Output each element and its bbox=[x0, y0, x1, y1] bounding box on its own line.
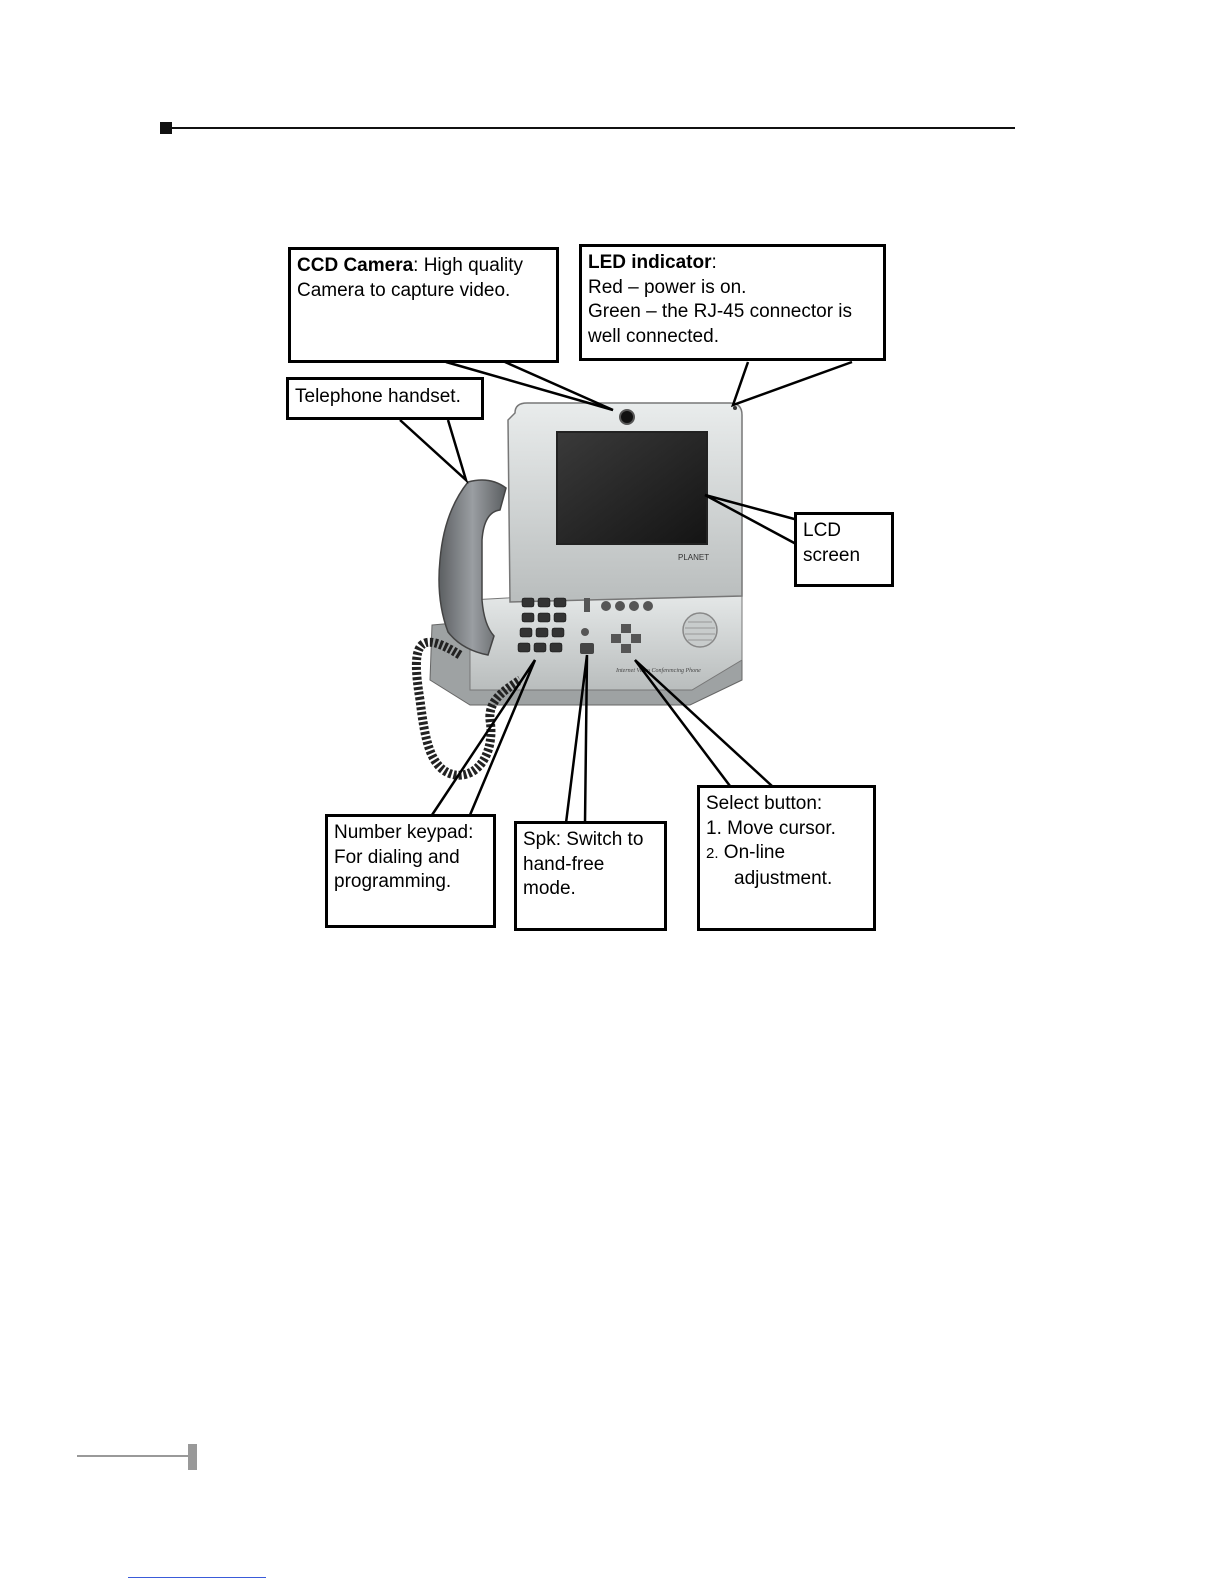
device-caption-text: Internet Video Conferencing Phone bbox=[615, 667, 701, 674]
select-line3-number: 2. bbox=[706, 845, 719, 862]
callout-led-indicator: LED indicator: Red – power is on. Green … bbox=[579, 244, 886, 361]
keypad-line2: For dialing and bbox=[334, 846, 487, 871]
callout-select-button: Select button: 1. Move cursor. 2. On-lin… bbox=[697, 785, 876, 931]
ccd-rest: : High quality bbox=[413, 255, 523, 276]
ccd-title: CCD Camera bbox=[297, 255, 413, 276]
footer-tab-marker bbox=[188, 1444, 197, 1470]
callout-lcd-screen: LCD screen bbox=[794, 512, 894, 587]
speaker-grille bbox=[683, 613, 717, 647]
led-rest: : bbox=[712, 252, 717, 273]
footer-link-underline bbox=[128, 1577, 266, 1578]
led-title: LED indicator bbox=[588, 252, 712, 273]
camera-lens bbox=[620, 410, 634, 424]
select-line3-text: On-line bbox=[719, 842, 786, 863]
lcd-line2: screen bbox=[803, 544, 885, 569]
callout-number-keypad: Number keypad: For dialing and programmi… bbox=[325, 814, 496, 928]
callout-telephone-handset: Telephone handset. bbox=[286, 377, 484, 420]
led-line3: Green – the RJ-45 connector is bbox=[588, 300, 877, 325]
led-line4: well connected. bbox=[588, 325, 877, 350]
led-dot bbox=[733, 406, 737, 410]
keypad-line3: programming. bbox=[334, 870, 487, 895]
footer-rule bbox=[77, 1455, 191, 1457]
callout-ccd-camera: CCD Camera: High quality Camera to captu… bbox=[288, 247, 559, 363]
select-line1: Select button: bbox=[706, 792, 867, 817]
lcd-line1: LCD bbox=[803, 519, 885, 544]
lcd-screen-panel bbox=[557, 432, 707, 544]
spk-line2: hand-free bbox=[523, 853, 658, 878]
handset-text: Telephone handset. bbox=[295, 385, 475, 410]
select-line4: adjustment. bbox=[706, 867, 867, 892]
led-line2: Red – power is on. bbox=[588, 276, 877, 301]
callout-spk: Spk: Switch to hand-free mode. bbox=[514, 821, 667, 931]
keypad-line1: Number keypad: bbox=[334, 821, 487, 846]
brand-logo-text: PLANET bbox=[678, 553, 709, 562]
spk-line3: mode. bbox=[523, 877, 658, 902]
spk-line1: Spk: Switch to bbox=[523, 828, 658, 853]
ccd-line2: Camera to capture video. bbox=[297, 279, 550, 304]
select-line2: 1. Move cursor. bbox=[706, 817, 867, 842]
